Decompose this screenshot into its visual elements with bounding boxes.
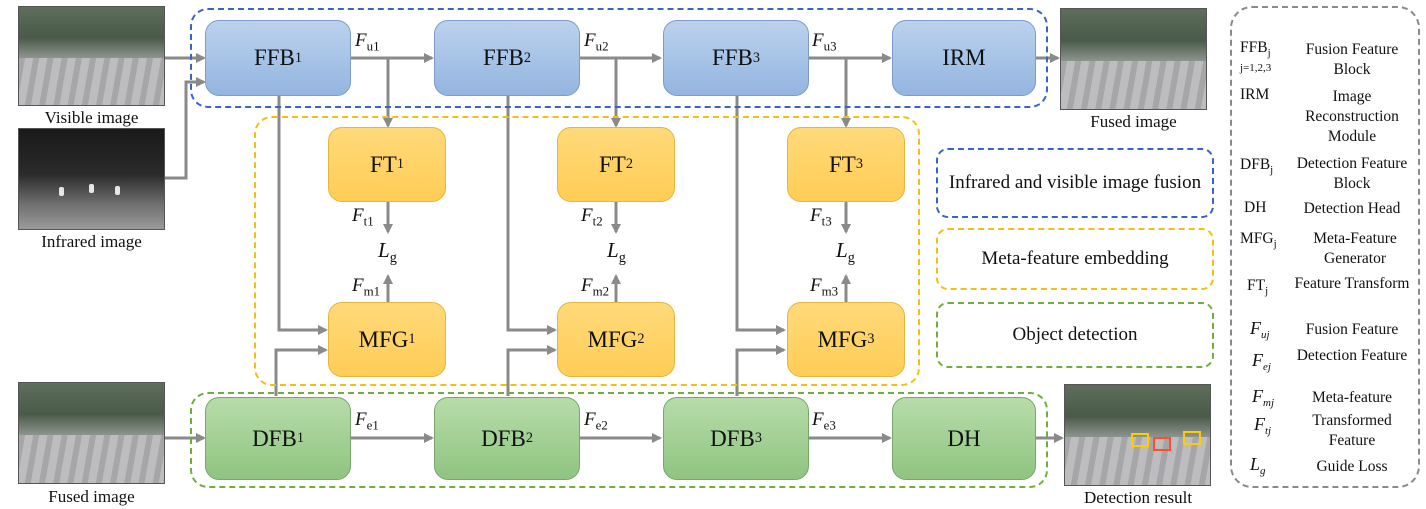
- abbreviation-legend-frame: [1230, 6, 1420, 488]
- legend-fu-desc: Fusion Feature: [1305, 321, 1399, 338]
- ft2-label: Ft2: [581, 205, 603, 229]
- detection-result-thumbnail: [1064, 384, 1211, 486]
- legend-mfg-desc: Meta-Feature Generator: [1313, 230, 1397, 267]
- legend-ft-symbol: FTj: [1247, 277, 1269, 298]
- legend-irm-desc: Image Reconstruction Module: [1305, 88, 1399, 145]
- legend-ft-desc: Feature Transform: [1294, 275, 1410, 292]
- fm3-label: Fm3: [810, 275, 839, 299]
- legend-dfb-desc: Detection Feature Block: [1296, 155, 1408, 192]
- ft1-label: Ft1: [352, 205, 374, 229]
- lg-3-label: Lg: [836, 238, 855, 266]
- fused-image-input-thumbnail: [18, 382, 165, 484]
- detection-group-frame: [190, 392, 1048, 488]
- legend-ftj-desc: Transformed Feature: [1312, 412, 1392, 449]
- fe2-label: Fe2: [584, 409, 608, 433]
- fusion-group-frame: [190, 8, 1048, 108]
- fu3-label: Fu3: [812, 30, 837, 54]
- fe1-label: Fe1: [355, 409, 379, 433]
- legend-fe-symbol: Fej: [1252, 350, 1271, 374]
- fused-image-input-caption: Fused image: [48, 487, 135, 506]
- legend-fm-symbol: Fmj: [1252, 386, 1274, 410]
- arrow-ffb1-mfg1: [277, 96, 328, 335]
- arrow-dfb2-mfg2: [506, 345, 557, 396]
- legend-lg-desc: Guide Loss: [1316, 458, 1388, 475]
- arrow-infrared-to-ffb1: [165, 77, 206, 180]
- detection-legend-text: Object detection: [1012, 324, 1138, 345]
- lg-1-label: Lg: [378, 238, 397, 266]
- legend-dh-symbol: DH: [1244, 199, 1267, 216]
- fm1-label: Fm1: [352, 275, 381, 299]
- arrow-ffb2-mfg2: [506, 96, 557, 335]
- fusion-legend-box: [936, 148, 1214, 218]
- legend-fu-symbol: Fuj: [1250, 318, 1270, 342]
- legend-ffb-range: j=1,2,3: [1240, 62, 1272, 74]
- legend-mfg-symbol: MFGj: [1240, 230, 1277, 251]
- arrow-ffb3-mfg3: [735, 96, 786, 335]
- legend-ffb-desc: Fusion Feature Block: [1305, 41, 1399, 78]
- irm-block: IRM: [892, 20, 1036, 96]
- legend-dfb-symbol: DFBj: [1240, 156, 1274, 177]
- fu2-label: Fu2: [584, 30, 609, 54]
- legend-irm-symbol: IRM: [1240, 86, 1270, 103]
- visible-image-thumbnail: [18, 6, 165, 106]
- fm2-label: Fm2: [581, 275, 610, 299]
- legend-dh-desc: Detection Head: [1303, 200, 1401, 217]
- fused-image-output-thumbnail: [1060, 8, 1207, 110]
- meta-group-frame: [254, 116, 920, 386]
- meta-legend-text: Meta-feature embedding: [981, 248, 1169, 269]
- meta-legend-box: [936, 228, 1214, 290]
- legend-lg-symbol: Lg: [1250, 454, 1266, 478]
- legend-ffb-symbol: FFBj: [1240, 39, 1271, 60]
- detection-result-caption: Detection result: [1083, 488, 1193, 507]
- legend-fe-desc: Detection Feature: [1296, 347, 1408, 364]
- ft3-label: Ft3: [810, 205, 832, 229]
- infrared-image-caption: Infrared image: [41, 232, 142, 251]
- visible-image-caption: Visible image: [44, 108, 139, 127]
- detection-legend-box: [936, 302, 1214, 368]
- lg-2-label: Lg: [607, 238, 626, 266]
- fused-image-output-caption: Fused image: [1090, 112, 1177, 131]
- arrow-dfb3-mfg3: [735, 345, 786, 396]
- dh-block: DH: [892, 397, 1036, 480]
- legend-fm-desc: Meta-feature: [1311, 389, 1393, 406]
- fusion-legend-text: Infrared and visible image fusion: [948, 172, 1202, 193]
- legend-ftj-symbol: Ftj: [1254, 414, 1272, 438]
- arrow-dfb1-mfg1: [274, 345, 328, 396]
- fe3-label: Fe3: [812, 409, 836, 433]
- infrared-image-thumbnail: [18, 128, 165, 230]
- fu1-label: Fu1: [355, 30, 380, 54]
